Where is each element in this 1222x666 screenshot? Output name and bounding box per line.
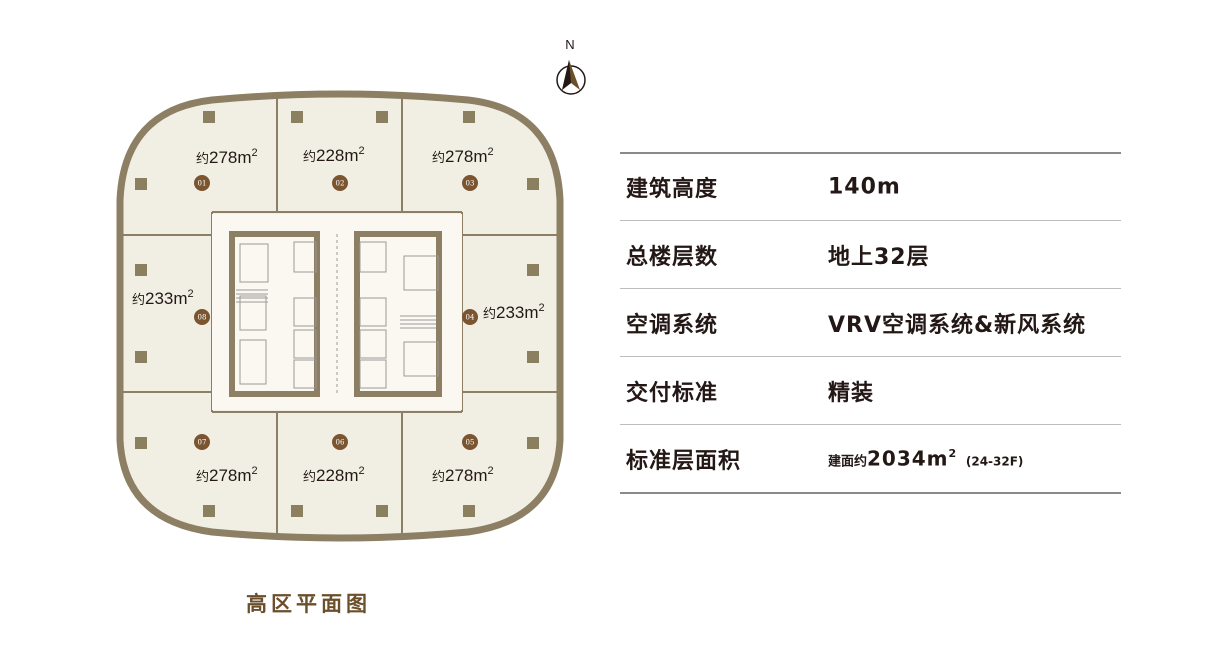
spec-label: 空调系统	[626, 312, 719, 338]
svg-text:01: 01	[198, 180, 207, 188]
svg-text:03: 03	[466, 180, 475, 188]
svg-text:约278m2: 约278m2	[196, 147, 258, 167]
spec-value: 建面约2034m2 (24-32F)	[828, 446, 1023, 471]
spec-row-floor-area: 标准层面积 建面约2034m2 (24-32F)	[620, 424, 1121, 494]
spec-value-prefix: 建面约	[828, 454, 868, 469]
unit-03: 约278m2 03	[432, 146, 494, 191]
spec-value-main: 2034m	[867, 446, 949, 470]
spec-row-delivery: 交付标准 精装	[620, 356, 1121, 424]
svg-text:07: 07	[198, 439, 207, 447]
svg-text:约278m2: 约278m2	[432, 465, 494, 485]
svg-text:08: 08	[198, 314, 207, 322]
unit-07: 07 约278m2	[194, 434, 258, 485]
floor-plan: 约278m2 01 约228m2 02 约278m2 03 04 约233m2 …	[116, 37, 586, 542]
unit-08: 约233m2 08	[132, 288, 210, 325]
svg-text:N: N	[565, 37, 574, 52]
spec-row-floors: 总楼层数 地上32层	[620, 220, 1121, 288]
spec-row-hvac: 空调系统 VRV空调系统&新风系统	[620, 288, 1121, 356]
svg-text:05: 05	[466, 439, 475, 447]
spec-value: 地上32层	[828, 244, 930, 270]
spec-label: 交付标准	[626, 380, 719, 406]
svg-text:约278m2: 约278m2	[432, 146, 494, 166]
svg-text:约228m2: 约228m2	[303, 145, 365, 165]
north-compass-icon: N	[556, 37, 586, 95]
svg-text:约228m2: 约228m2	[303, 465, 365, 485]
core-area	[212, 214, 462, 410]
spec-row-height: 建筑高度 140m	[620, 152, 1121, 220]
plan-title: 高区平面图	[246, 592, 371, 616]
spec-label: 总楼层数	[626, 244, 719, 270]
svg-text:约278m2: 约278m2	[196, 465, 258, 485]
unit-05: 05 约278m2	[432, 434, 494, 485]
unit-02: 约228m2 02	[303, 145, 365, 191]
svg-text:约233m2: 约233m2	[132, 288, 194, 308]
spec-value: 140m	[828, 174, 901, 200]
spec-value: 精装	[828, 380, 875, 406]
unit-06: 06 约228m2	[303, 434, 365, 485]
spec-label: 标准层面积	[626, 448, 742, 474]
svg-text:04: 04	[466, 314, 475, 322]
spec-label: 建筑高度	[626, 177, 719, 202]
spec-table: 建筑高度 140m 总楼层数 地上32层 空调系统 VRV空调系统&新风系统 交…	[620, 152, 1121, 494]
spec-value: VRV空调系统&新风系统	[828, 312, 1087, 338]
svg-text:02: 02	[336, 180, 345, 188]
svg-text:约233m2: 约233m2	[483, 302, 545, 322]
structural-columns	[135, 111, 539, 517]
svg-text:06: 06	[336, 439, 345, 447]
unit-04: 04 约233m2	[462, 302, 545, 325]
spec-value-suffix: (24-32F)	[965, 454, 1024, 468]
spec-value-sup: 2	[948, 446, 958, 460]
unit-01: 约278m2 01	[194, 147, 258, 191]
